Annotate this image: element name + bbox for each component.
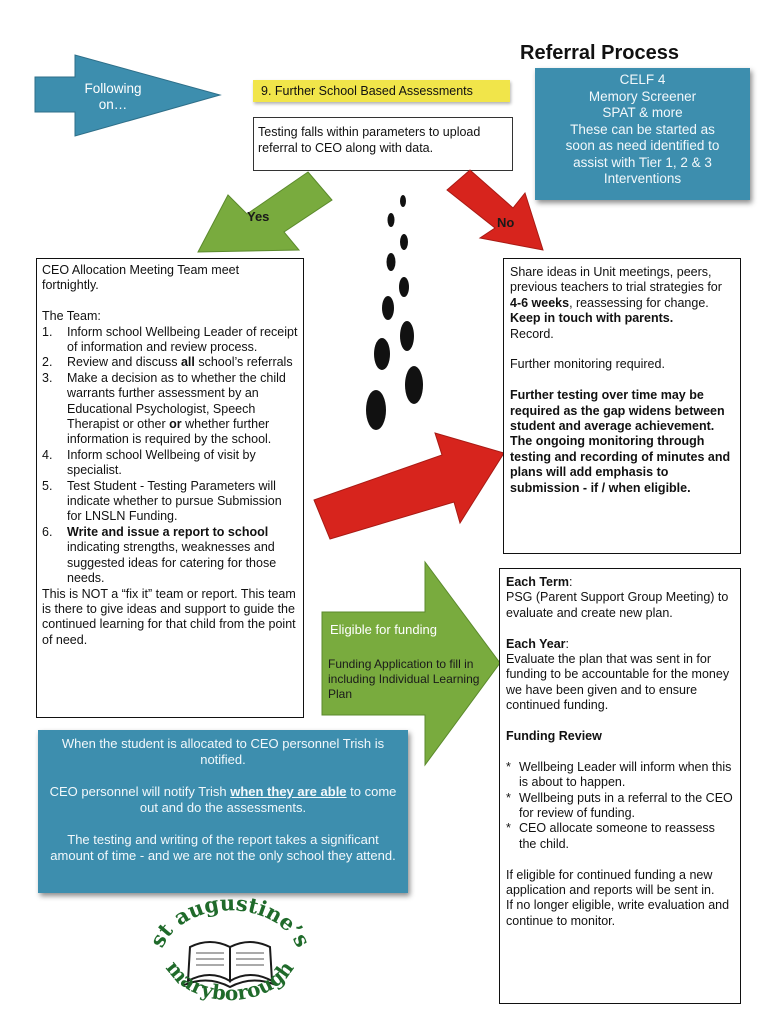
eligible-funding-label: Eligible for funding <box>330 622 437 637</box>
funding-review-list: *Wellbeing Leader will inform when this … <box>506 760 734 852</box>
each-term: Each Term: <box>506 575 573 589</box>
list-item: 2.Review and discuss all school’s referr… <box>42 355 293 370</box>
following-on-arrow <box>34 54 222 137</box>
school-logo: st augustine’s maryborough <box>144 890 315 1005</box>
no-funding-arrow <box>313 432 505 540</box>
celf-line: Memory Screener <box>588 88 697 104</box>
team-heading: The Team: <box>42 309 101 324</box>
list-item: *CEO allocate someone to reassess the ch… <box>506 821 715 851</box>
team-duties-list: 1.Inform school Wellbeing Leader of rece… <box>42 325 298 587</box>
each-year: Each Year: <box>506 636 570 651</box>
team-closing: This is NOT a “fix it” team or report. T… <box>42 586 296 647</box>
not-eligible-text: If no longer eligible, write evaluation … <box>506 898 730 928</box>
eligible-continued-text: If eligible for continued funding a new … <box>506 867 715 898</box>
book-icon <box>183 941 277 989</box>
ceo-notify: CEO personnel will notify Trish when the… <box>49 784 397 815</box>
further-monitoring: Further monitoring required. <box>510 357 665 372</box>
team-intro: CEO Allocation Meeting Team meet fortnig… <box>42 263 240 293</box>
eligible-funding-arrow <box>321 560 501 767</box>
svg-text:st augustine’s: st augustine’s <box>144 890 315 951</box>
yes-label: Yes <box>247 209 270 224</box>
share-strategies: Share ideas in Unit meetings, peers, pre… <box>510 265 722 310</box>
list-item: *Wellbeing Leader will inform when this … <box>506 759 732 790</box>
funding-application-text: Funding Application to fill in including… <box>328 657 480 701</box>
no-label: No <box>497 215 515 230</box>
keep-in-touch: Keep in touch with parents. <box>510 311 674 326</box>
step-label: 9. Further School Based Assessments <box>253 80 510 102</box>
ceo-notice: When the student is allocated to CEO per… <box>61 736 385 767</box>
celf-line: soon as need identified to <box>565 138 720 153</box>
following-on-label: Following on… <box>84 81 142 112</box>
funding-review-heading: Funding Review <box>506 729 602 744</box>
celf-line: CELF 4 <box>619 72 666 87</box>
list-item: 1.Inform school Wellbeing Leader of rece… <box>42 324 298 355</box>
further-testing: Further testing over time may be require… <box>510 388 725 434</box>
celf-line: These can be started as <box>570 121 715 137</box>
share-ideas-box: Share ideas in Unit meetings, peers, pre… <box>503 258 741 554</box>
list-item: 3.Make a decision as to whether the chil… <box>42 370 286 447</box>
celf-line: Interventions <box>603 171 682 186</box>
testing-parameters-box: Testing falls within parameters to uploa… <box>253 117 513 171</box>
celf-line: assist with Tier 1, 2 & 3 <box>573 154 712 170</box>
ceo-allocation-team-box: CEO Allocation Meeting Team meet fortnig… <box>36 258 304 718</box>
ceo-time-note: The testing and writing of the report ta… <box>50 832 396 863</box>
record-text: Record. <box>510 326 554 341</box>
no-arrow <box>446 169 544 251</box>
funding-cycle-box: Each Term: PSG (Parent Support Group Mee… <box>499 568 741 1004</box>
celf-line: SPAT & more <box>602 105 683 120</box>
list-item: 4.Inform school Wellbeing of visit by sp… <box>42 447 256 478</box>
yes-arrow <box>197 171 333 253</box>
footprints-icon <box>366 195 423 430</box>
page-title: Referral Process <box>520 42 679 64</box>
list-item: 5.Test Student - Testing Parameters will… <box>42 478 282 524</box>
each-term-text: PSG (Parent Support Group Meeting) to ev… <box>506 590 729 620</box>
list-item: 6.Write and issue a report to school ind… <box>42 524 277 586</box>
assessment-tools-box: CELF 4 Memory Screener SPAT & more These… <box>535 68 750 200</box>
ceo-personnel-box: When the student is allocated to CEO per… <box>38 730 408 893</box>
ongoing-monitoring: The ongoing monitoring through testing a… <box>510 434 731 495</box>
each-year-text: Evaluate the plan that was sent in for f… <box>506 652 730 713</box>
list-item: *Wellbeing puts in a referral to the CEO… <box>506 790 733 821</box>
